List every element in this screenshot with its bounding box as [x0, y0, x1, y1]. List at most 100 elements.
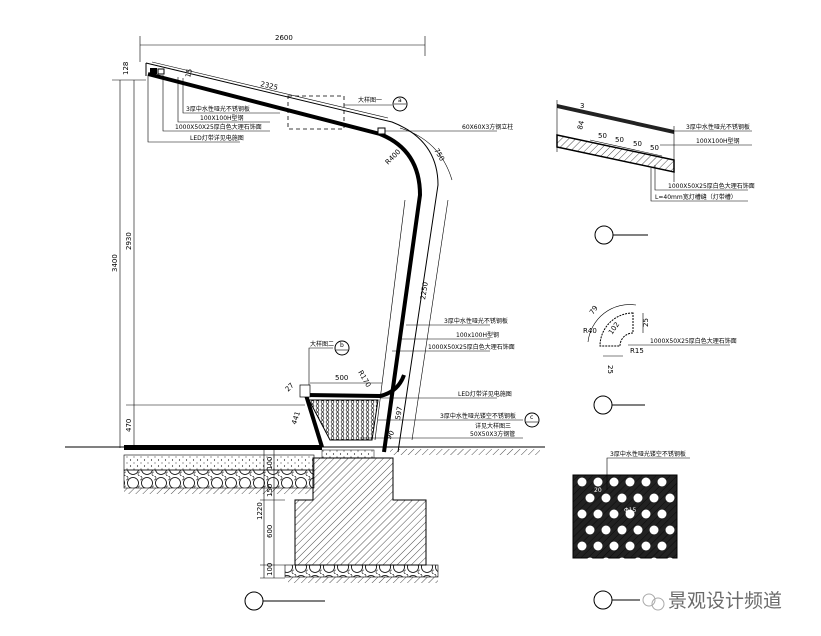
svg-text:50: 50 [650, 144, 659, 152]
footing-soil [288, 577, 438, 583]
perforation-hole [657, 509, 667, 519]
perforation-hole [617, 493, 627, 503]
section-title-marker [244, 591, 325, 611]
svg-text:3400: 3400 [111, 254, 119, 272]
perforated-bench-panel [308, 399, 379, 441]
svg-text:R15: R15 [630, 347, 644, 355]
svg-text:100: 100 [266, 457, 274, 470]
perforation-hole [649, 525, 659, 535]
svg-text:600: 600 [266, 525, 274, 538]
perforation-hole [633, 493, 643, 503]
dimension-bend-radius: R400 [384, 148, 403, 167]
bench-front-edge [304, 394, 324, 448]
perforation-hole [633, 557, 643, 567]
gravel-layer [123, 469, 315, 489]
dimension-arm-offset: 15 [184, 68, 194, 78]
callout-b[interactable]: b [334, 340, 350, 356]
svg-text:100X100H型钢: 100X100H型钢 [696, 137, 740, 145]
perforation-hole [665, 557, 675, 567]
detail-ref-a-label: 大样图一 [358, 96, 382, 104]
dimension-heights: 3400 2930 470 [111, 79, 305, 448]
dimension-foundation: 1220 600 100 150 100 [256, 450, 285, 579]
perforation-hole [657, 477, 667, 487]
svg-text:102: 102 [607, 321, 621, 337]
perforation-hole [601, 557, 611, 567]
detail-1-arm-section: 84 3 50 50 50 50 3厚中水性哑光不锈钢板 100X100H型钢 … [556, 100, 755, 202]
leaders-arm: 3厚中水性哑光不锈钢板 100X100H型钢 1000X50X25厚白色大理石饰… [147, 75, 280, 143]
detail-2-title-marker [593, 395, 645, 415]
perforation-hole [633, 525, 643, 535]
detail-1-title-marker [594, 225, 648, 245]
dimension-arc [399, 127, 453, 181]
perforation-hole [617, 557, 627, 567]
perforation-hole [601, 493, 611, 503]
label-marble: 1000X50X25厚白色大理石饰面 [175, 123, 262, 131]
perforation-hole [625, 509, 635, 519]
svg-text:79: 79 [588, 304, 600, 316]
svg-text:25: 25 [642, 318, 650, 327]
svg-text:470: 470 [125, 419, 133, 432]
perforation-hole [617, 525, 627, 535]
bench-end-cap [299, 384, 311, 398]
detail-3-title-marker [593, 590, 640, 610]
label-perforated: 3厚中水性哑光镂空不锈钢板 [440, 412, 516, 420]
svg-text:b: b [340, 342, 344, 349]
svg-text:25: 25 [606, 365, 614, 374]
paving-surface [124, 445, 322, 450]
perforation-hole [585, 557, 595, 567]
soil-right [390, 449, 540, 455]
label-square-tube-2: 50X50X3方钢管 [470, 430, 515, 438]
svg-text:3厚中水性哑光镂空不锈钢板: 3厚中水性哑光镂空不锈钢板 [610, 450, 686, 458]
bench-seat [305, 374, 406, 399]
svg-text:1220: 1220 [256, 502, 264, 520]
label-led-2: LED灯带详见电施图 [458, 390, 512, 398]
perforation-hole [641, 541, 651, 551]
svg-text:50: 50 [633, 140, 642, 148]
concrete-footing [294, 457, 427, 566]
label-steel-plate: 3厚中水性哑光不锈钢板 [186, 105, 250, 113]
label-h-beam-2: 100x100H型钢 [456, 331, 499, 339]
svg-text:20: 20 [594, 487, 602, 494]
dimension-bench-radius: R170 [356, 369, 372, 389]
perforation-hole [625, 477, 635, 487]
perforation-hole [577, 541, 587, 551]
perforation-hole [609, 509, 619, 519]
detail-3-perforated-plate: 3厚中水性哑光镂空不锈钢板 Φ15 20 [572, 450, 690, 567]
perforation-hole [649, 493, 659, 503]
svg-text:100: 100 [266, 563, 274, 576]
perforation-hole [577, 509, 587, 519]
dimension-bench-inner: 597 [394, 406, 404, 420]
label-h-beam: 100X100H型钢 [200, 114, 244, 122]
leaders-column: 3厚中水性哑光不锈钢板 100x100H型钢 1000X50X25厚白色大理石饰… [360, 317, 523, 439]
svg-text:景观设计频道: 景观设计频道 [668, 590, 782, 612]
soil-layer [124, 488, 314, 494]
svg-text:L=40mm宽灯槽缝（灯带槽）: L=40mm宽灯槽缝（灯带槽） [655, 193, 737, 201]
perforation-hole [657, 541, 667, 551]
perforation-hole [601, 525, 611, 535]
perforation-hole [609, 541, 619, 551]
label-steel-plate-2: 3厚中水性哑光不锈钢板 [444, 317, 508, 325]
svg-text:2930: 2930 [125, 232, 133, 250]
callout-c[interactable]: c [524, 412, 540, 428]
svg-text:a: a [398, 97, 402, 104]
perforation-hole [641, 509, 651, 519]
detail-2-marble-edge: R40 R15 79 102 25 25 1000X50X25厚白色大理石饰面 [583, 304, 737, 374]
svg-text:1000X50X25厚白色大理石饰面: 1000X50X25厚白色大理石饰面 [650, 337, 737, 345]
detail-boundary-a [287, 95, 345, 130]
footing-gravel-base [284, 564, 439, 578]
callout-a[interactable]: a [392, 96, 408, 112]
perforation-hole [641, 477, 651, 487]
svg-text:50: 50 [615, 136, 624, 144]
label-led: LED灯带详见电施图 [190, 134, 244, 142]
perforation-hole [585, 525, 595, 535]
bench-base-concrete [321, 449, 375, 459]
dimension-column-length: 2250 [419, 281, 430, 300]
svg-text:R40: R40 [583, 327, 597, 335]
perforation-hole [593, 509, 603, 519]
label-perforated-ref: 详见大样图三 [475, 422, 511, 430]
perforation-hole [593, 477, 603, 487]
svg-text:84: 84 [576, 119, 586, 130]
perforation-hole [577, 477, 587, 487]
perforation-hole [665, 493, 675, 503]
